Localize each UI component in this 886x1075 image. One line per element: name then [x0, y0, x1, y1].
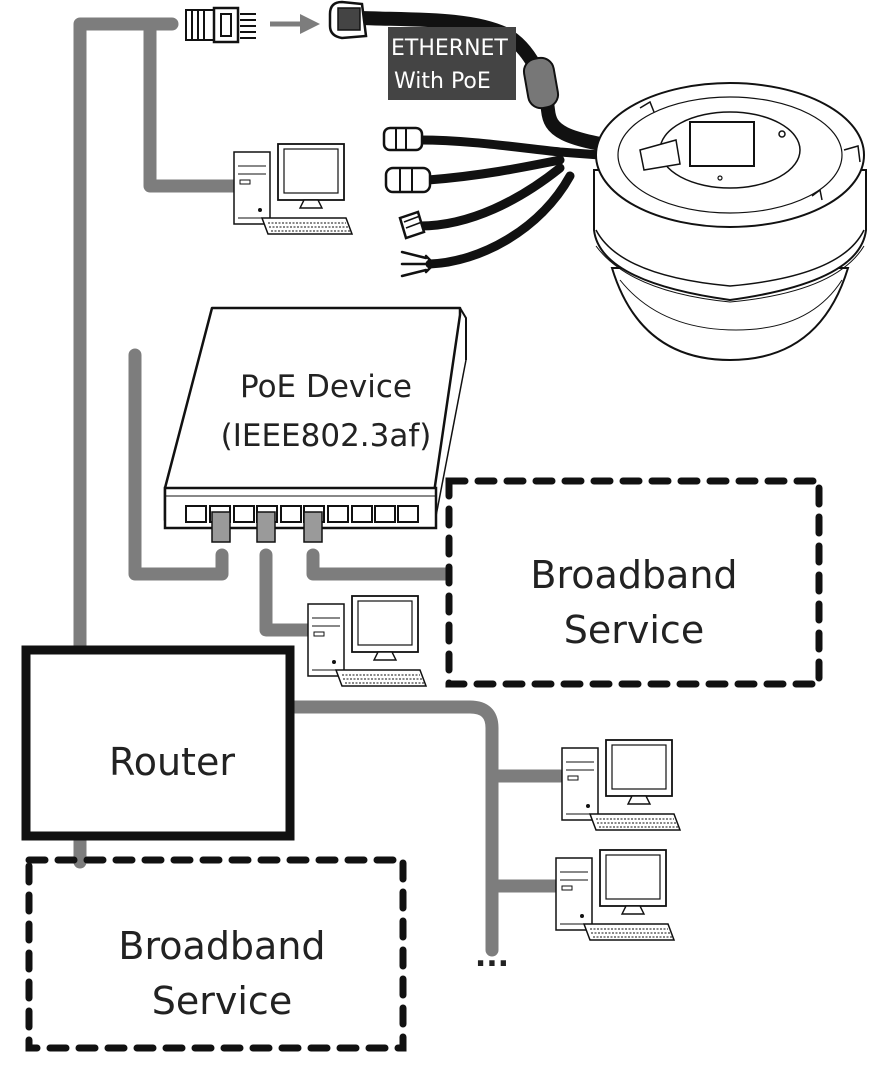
poe-switch-icon: PoE Device (IEEE802.3af) — [163, 306, 467, 543]
desktop-computer-icon — [561, 739, 681, 831]
desktop-computer-icon — [555, 849, 675, 941]
broadband-top-line1: Broadband — [530, 553, 737, 597]
desktop-computer-icon — [233, 143, 353, 235]
arrow-right-icon — [270, 14, 320, 34]
desktop-computer-icon — [307, 595, 427, 687]
bnc-connector-icon — [384, 166, 432, 194]
network-cables — [73, 17, 567, 957]
broadband-service-bottom: Broadband Service — [25, 856, 407, 1052]
wire-terminal-icon — [400, 250, 436, 278]
poe-device-label-line2: (IEEE802.3af) — [221, 418, 432, 454]
camera-cables — [353, 11, 647, 269]
broadband-top-line2: Service — [564, 608, 704, 652]
router-box: Router — [21, 645, 295, 841]
router-label: Router — [109, 740, 235, 784]
ethernet-poe-label: ETHERNET With PoE — [388, 27, 516, 100]
broadband-service-top: Broadband Service — [445, 477, 823, 688]
ethernet-connector-icon — [398, 210, 426, 240]
more-devices-ellipsis: ... — [475, 939, 509, 974]
broadband-bottom-line2: Service — [152, 979, 292, 1023]
ip-dome-camera-icon — [593, 82, 867, 362]
broadband-bottom-line1: Broadband — [118, 924, 325, 968]
rj45-plug-icon — [185, 6, 256, 44]
poe-device-label-line1: PoE Device — [240, 369, 412, 405]
ethernet-label-line2: With PoE — [394, 69, 491, 94]
bnc-connector-icon — [382, 126, 424, 152]
ethernet-connector-icon — [328, 0, 368, 40]
ethernet-label-line1: ETHERNET — [391, 36, 508, 61]
